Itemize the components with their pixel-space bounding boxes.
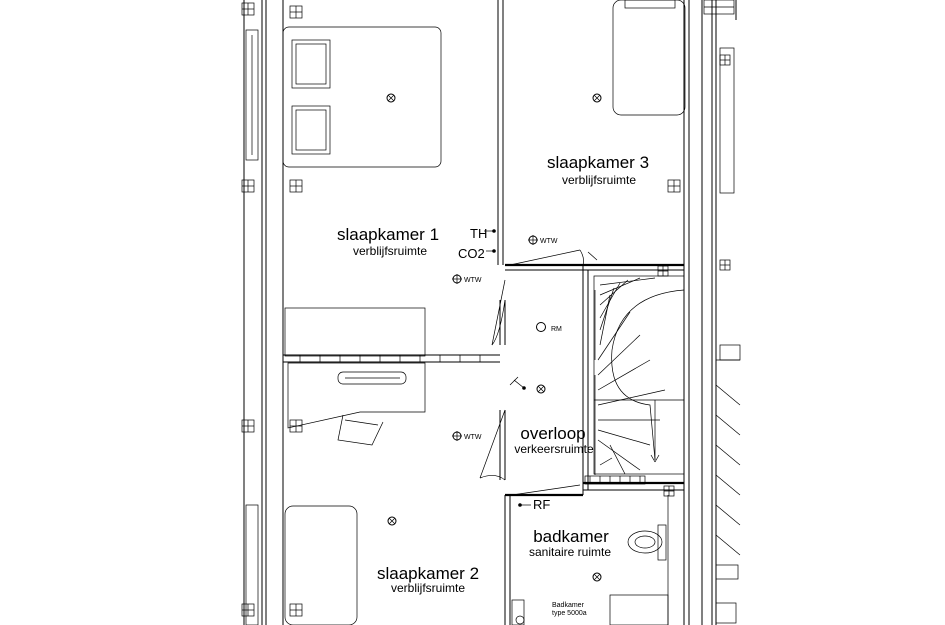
ceiling-points <box>386 93 602 582</box>
toilet <box>627 524 667 561</box>
right-walls <box>683 0 741 625</box>
rm-label: RM <box>551 326 562 333</box>
smoke-detector-icon <box>536 322 546 332</box>
bed-bedroom3 <box>612 0 686 116</box>
wtw-vent-bedroom2: WTW <box>452 431 482 441</box>
room-labels: slaapkamer 1 verblijfsruimte slaapkamer … <box>337 153 649 617</box>
bathtub <box>511 594 669 625</box>
room-type-slaapkamer1: verblijfsruimte <box>353 244 427 258</box>
room-name-slaapkamer3: slaapkamer 3 <box>547 153 649 172</box>
room-type-slaapkamer3: verblijfsruimte <box>562 173 636 187</box>
co2-label: CO2 <box>458 246 485 261</box>
ceiling-point-badkamer <box>592 572 602 582</box>
staircase <box>593 275 685 475</box>
bath-label-line1: Badkamer <box>552 602 585 609</box>
left-wall <box>243 0 284 625</box>
bath-label-line2: type 5000a <box>552 610 587 617</box>
doors <box>479 249 613 496</box>
sensors: TH CO2 RM RF <box>458 226 562 512</box>
wtw-vents: WTW WTW WTW <box>452 235 558 441</box>
wtw-label-3: WTW <box>464 434 482 441</box>
ceiling-point-bedroom2 <box>387 516 397 526</box>
bed-bedroom2 <box>284 505 358 625</box>
wall-anchors-right <box>657 54 731 497</box>
th-label: TH <box>470 226 487 241</box>
central-wall <box>497 0 511 625</box>
wtw-vent-bedroom1: WTW <box>452 274 482 284</box>
wtw-vent-bedroom3: WTW <box>528 235 558 245</box>
bed-bedroom1 <box>282 26 442 168</box>
room-type-slaapkamer2: verblijfsruimte <box>391 581 465 595</box>
room-name-slaapkamer1: slaapkamer 1 <box>337 225 439 244</box>
room-type-overloop: verkeersruimte <box>514 442 594 456</box>
desk <box>284 307 426 446</box>
room-name-overloop: overloop <box>520 424 585 443</box>
ceiling-point-bedroom3 <box>592 93 602 103</box>
rf-label: RF <box>533 497 550 512</box>
ceiling-point-bedroom1 <box>386 93 396 103</box>
room-type-badkamer: sanitaire ruimte <box>529 545 611 559</box>
wtw-label-1: WTW <box>540 238 558 245</box>
wall-anchors-left <box>241 2 303 617</box>
wtw-label-2: WTW <box>464 277 482 284</box>
room-name-slaapkamer2: slaapkamer 2 <box>377 564 479 583</box>
wall-bedroom1-bedroom2 <box>283 354 500 363</box>
room-name-badkamer: badkamer <box>533 527 609 546</box>
ceiling-point-overloop <box>536 384 546 394</box>
